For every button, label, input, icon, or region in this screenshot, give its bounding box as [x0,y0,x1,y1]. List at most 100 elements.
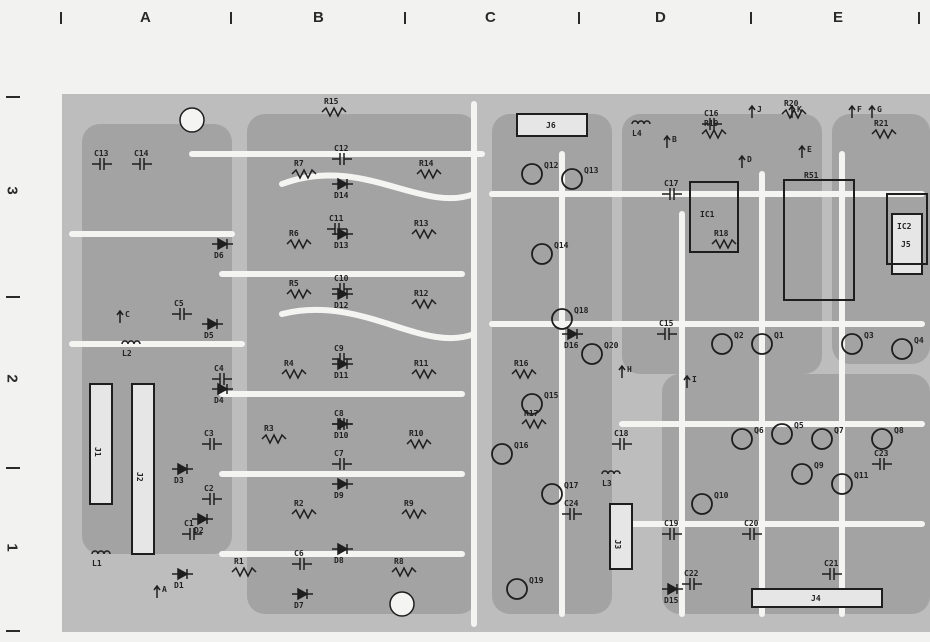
transistor-label: Q17 [564,481,579,490]
capacitor-label: C20 [744,519,759,528]
transistor-symbol [711,333,733,355]
connector-j4 [751,588,883,608]
diode-symbol [332,287,353,301]
transistor-symbol [506,578,528,600]
diode-symbol [292,587,313,601]
resistor-symbol [281,368,307,380]
capacitor-label: C11 [329,214,344,223]
resistor-label: R15 [324,97,339,106]
transistor-symbol [521,163,543,185]
diode-label: D16 [564,341,579,350]
transistor-label: Q6 [754,426,764,435]
resistor-label: R13 [414,219,429,228]
transistor-label: Q3 [864,331,874,340]
resistor-label: R3 [264,424,274,433]
column-divider [578,12,580,24]
diode-symbol [192,512,213,526]
resistor-symbol [411,368,437,380]
copper-pour [832,114,930,364]
resistor-symbol [511,368,537,380]
transistor-symbol [691,493,713,515]
transistor-symbol [561,168,583,190]
ic-ic1 [689,181,739,253]
test-point-arrow [663,134,671,148]
test-point-arrow [738,154,746,168]
capacitor-symbol [742,528,762,540]
row-divider [6,296,20,298]
transistor-symbol [491,443,513,465]
pcb-layout: J1J2J3J4J5J6IC1IC2R51R1R2R3R4R5R6R7R8R9R… [69,97,930,627]
transistor-symbol [581,343,603,365]
capacitor-symbol [212,373,232,385]
capacitor-symbol [202,493,222,505]
transistor-label: Q19 [529,576,544,585]
copper-pour [662,374,930,614]
column-label-c: C [485,9,496,26]
resistor-label: R6 [289,229,299,238]
capacitor-label: C7 [334,449,344,458]
ic-label: IC2 [897,222,912,231]
diode-symbol [662,582,683,596]
pcb-trace [279,306,477,342]
connector-label: J2 [135,472,144,482]
column-divider [750,12,752,24]
test-point-arrow [798,144,806,158]
resistor-symbol [406,438,432,450]
capacitor-label: C2 [204,484,214,493]
row-divider [6,630,20,632]
resistor-symbol [521,418,547,430]
test-point-label: C [125,310,130,319]
capacitor-label: C18 [614,429,629,438]
connector-label: J3 [613,540,622,550]
connector-j3 [609,503,633,570]
diode-label: D3 [174,476,184,485]
trimmer-pot [783,179,855,301]
capacitor-symbol [332,283,352,295]
capacitor-label: C9 [334,344,344,353]
inductor-symbol [601,470,621,475]
capacitor-symbol [202,438,222,450]
capacitor-symbol [182,528,202,540]
ic-label: IC1 [700,210,715,219]
capacitor-symbol [562,508,582,520]
capacitor-label: C15 [659,319,674,328]
transistor-symbol [521,393,543,415]
transistor-label: Q13 [584,166,599,175]
transistor-label: Q8 [894,426,904,435]
transistor-symbol [891,338,913,360]
diode-symbol [212,237,233,251]
diode-symbol [172,462,193,476]
test-point-label: K [797,105,802,114]
test-point-label: H [627,365,632,374]
column-label-e: E [833,9,844,26]
copper-pour [492,114,612,614]
transistor-label: Q20 [604,341,619,350]
capacitor-label: C21 [824,559,839,568]
test-point-arrow [868,104,876,118]
diode-label: D9 [334,491,344,500]
capacitor-symbol [612,438,632,450]
diode-symbol [212,382,233,396]
capacitor-label: C19 [664,519,679,528]
resistor-symbol [286,238,312,250]
inductor-label: L4 [632,129,642,138]
transistor-symbol [841,333,863,355]
connector-j1 [89,383,113,505]
test-point-label: D [747,155,752,164]
capacitor-label: C23 [874,449,889,458]
capacitor-label: C24 [564,499,579,508]
transistor-symbol [771,423,793,445]
capacitor-symbol [702,118,722,130]
diode-label: D5 [204,331,214,340]
mounting-hole [179,107,205,133]
capacitor-symbol [662,188,682,200]
test-point-label: G [877,105,882,114]
resistor-label: R19 [704,119,719,128]
pcb-trace [279,172,477,202]
resistor-label: R20 [784,99,799,108]
test-point-arrow [618,364,626,378]
capacitor-symbol [332,353,352,365]
capacitor-symbol [682,578,702,590]
test-point-label: I [692,375,697,384]
